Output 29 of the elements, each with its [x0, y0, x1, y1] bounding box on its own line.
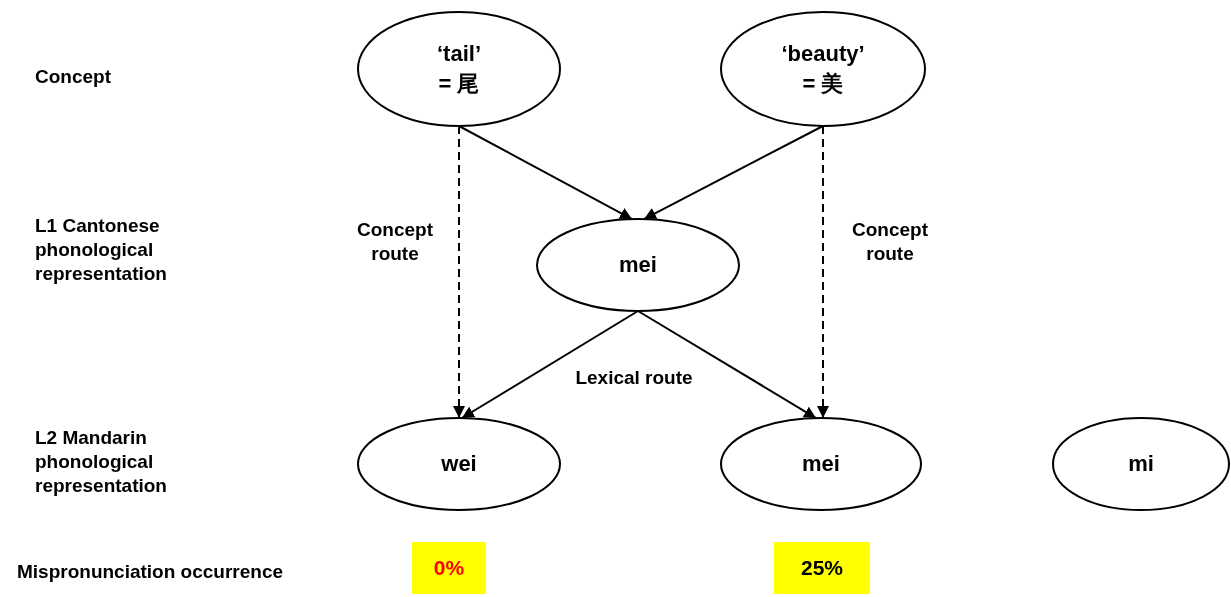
arrow	[637, 310, 817, 420]
row-label: L1 Cantonese phonological representation	[35, 214, 168, 286]
dashed-arrow	[817, 125, 829, 419]
percent-value: 25%	[801, 555, 843, 581]
ellipse-node	[1051, 416, 1231, 512]
node-text: = 尾	[438, 70, 480, 98]
percent-box	[410, 540, 488, 596]
percent-value: 0%	[433, 555, 465, 581]
node-text: mei	[619, 251, 657, 279]
node-text: ‘tail’	[437, 40, 481, 68]
route-label: Lexical route	[574, 366, 694, 390]
ellipse-node	[719, 416, 923, 512]
arrow	[643, 125, 824, 221]
row-label: L2 Mandarin phonological representation	[35, 426, 168, 498]
node-text: mei	[802, 450, 840, 478]
arrow	[458, 125, 633, 221]
dashed-arrow	[453, 125, 465, 419]
ellipse-node	[535, 217, 741, 313]
ellipse-node	[719, 10, 927, 128]
ellipse-node	[356, 10, 562, 128]
row-label: Mispronunciation occurrence	[17, 560, 285, 584]
node-text: = 美	[802, 70, 844, 98]
node-text: wei	[441, 450, 477, 478]
percent-box	[772, 540, 872, 596]
node-text: mi	[1128, 450, 1154, 478]
arrow	[461, 310, 639, 419]
node-text: ‘beauty’	[781, 40, 865, 68]
ellipse-node	[356, 416, 562, 512]
row-label: Concept	[35, 65, 112, 89]
